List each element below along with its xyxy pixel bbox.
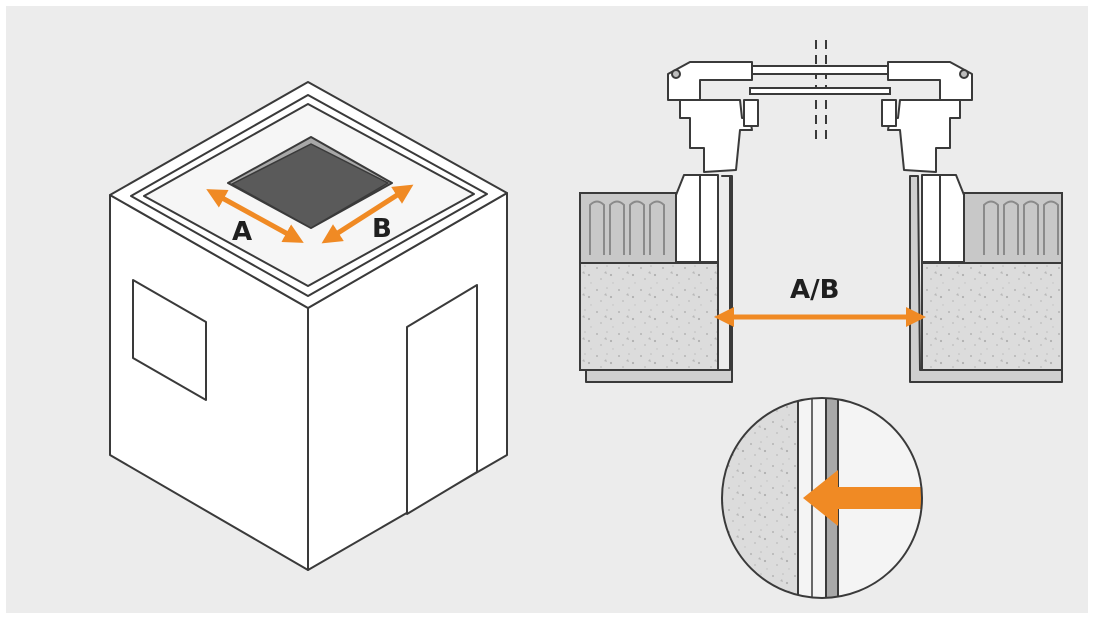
detail-arrow (803, 470, 922, 526)
arrow-b (321, 184, 414, 244)
left-wall-section (579, 192, 719, 371)
left-concrete (579, 262, 719, 371)
left-insulation (579, 192, 677, 264)
right-frame-profile (881, 61, 1063, 383)
rooflight-section-icon (579, 40, 1063, 383)
roof-dimension-arrows (206, 184, 414, 244)
arrow-a (206, 189, 304, 243)
glazing-inner (749, 87, 891, 95)
dimension-label-b: B (372, 214, 392, 244)
dimension-label-a: A (232, 217, 252, 247)
detail-concrete (722, 398, 798, 598)
door-icon (406, 284, 478, 515)
left-frame-profile (585, 61, 759, 383)
right-concrete (921, 262, 1063, 371)
isometric-building-icon (109, 81, 508, 571)
magnifier-detail-icon (721, 397, 923, 599)
dimension-label-ab: A/B (790, 275, 839, 305)
detail-circle-border (721, 397, 923, 599)
window-icon (132, 279, 207, 401)
building-parapet-inner (130, 94, 488, 297)
